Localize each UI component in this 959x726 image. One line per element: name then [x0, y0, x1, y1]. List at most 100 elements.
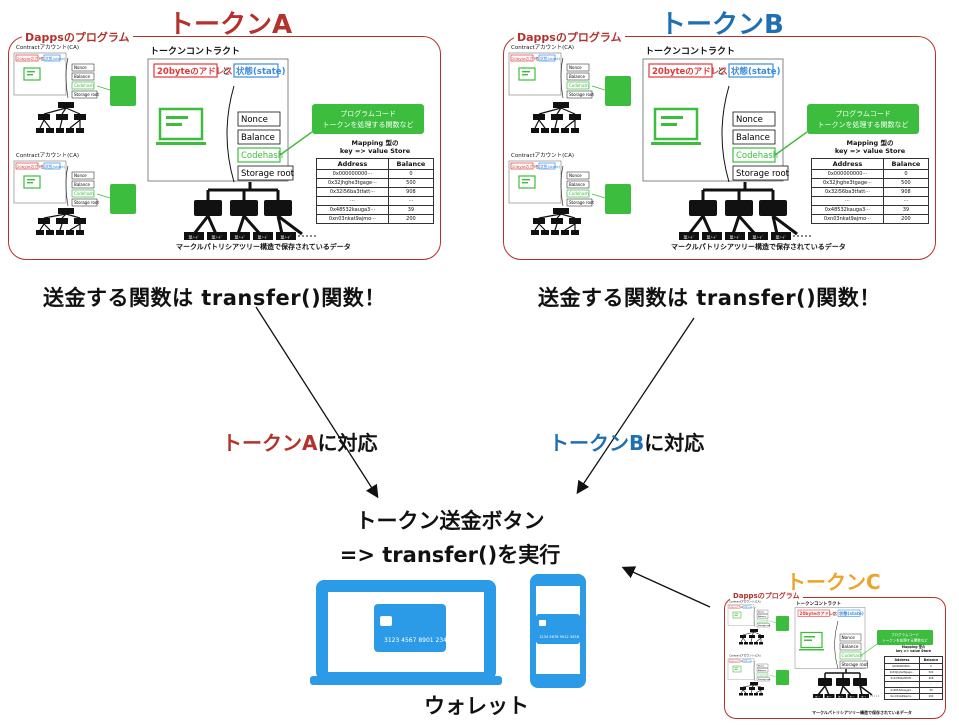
small-ca-block: Contractアカウント(CA) 20byteのアドレス と 状態(state… [727, 600, 789, 645]
svg-text:トークンを処理する関数など: トークンを処理する関数など [882, 638, 928, 643]
svg-text:Nonce: Nonce [74, 173, 87, 178]
small-ca-block: Contractアカウント(CA) 20byteのアドレス と 状態(state… [13, 151, 136, 235]
svg-text:Contractアカウント(CA): Contractアカウント(CA) [729, 654, 761, 658]
svg-text:20byteのアドレス: 20byteのアドレス [17, 56, 50, 61]
arrow-from-token-a [255, 306, 379, 499]
svg-text:Balance: Balance [758, 670, 767, 672]
svg-text:Storage root: Storage root [569, 92, 594, 97]
svg-text:Storage root: Storage root [758, 624, 771, 627]
svg-text:葉ﾉｰﾄﾞ: 葉ﾉｰﾄﾞ [258, 235, 269, 240]
contract-title: トークンコントラクト [796, 600, 841, 607]
token-c-title: トークンC [786, 570, 881, 594]
svg-text:Codehash: Codehash [758, 621, 769, 623]
svg-text:Storage root: Storage root [758, 678, 771, 681]
state-label: 状態(state) [731, 66, 781, 77]
token-c-dapps-label: Dappsのプログラム [730, 591, 803, 601]
table-cell: 200 [882, 213, 930, 224]
table-row: 0xn03nkat9ajmo···200 [884, 692, 944, 700]
svg-text:プログラムコード: プログラムコード [340, 109, 396, 118]
svg-text:状態(state): 状態(state) [744, 605, 754, 609]
merkle-tree: 葉ﾉｰﾄﾞ 葉ﾉｰﾄﾞ 葉ﾉｰﾄﾞ 葉ﾉｰﾄﾞ 葉ﾉｰﾄﾞ [184, 182, 316, 241]
svg-text:葉ﾉｰﾄﾞ: 葉ﾉｰﾄﾞ [861, 694, 866, 698]
table-row: 0xn03nkat9ajmo···200 [316, 213, 435, 224]
svg-text:Balance: Balance [758, 616, 767, 618]
small-ca-block: Contractアカウント(CA) 20byteのアドレス と 状態(state… [508, 151, 631, 235]
svg-text:状態(state): 状態(state) [744, 659, 754, 663]
svg-text:状態(state): 状態(state) [45, 56, 66, 61]
svg-text:と: と [535, 164, 539, 169]
svg-text:Balance: Balance [569, 182, 585, 187]
address-label: 20byteのアドレス [652, 67, 728, 77]
small-ca-label: Contractアカウント(CA) [511, 43, 574, 51]
token-contract: トークンコントラクト 20byteのアドレス と 状態(state) Nonce… [794, 600, 933, 670]
caption-right: 送金する関数は transfer()関数！ [538, 286, 881, 310]
svg-text:20byteのアドレス: 20byteのアドレス [512, 56, 545, 61]
svg-text:プログラムコード: プログラムコード [891, 632, 919, 637]
token-a-dapps-label: Dappsのプログラム [22, 29, 133, 45]
small-ca-label: Contractアカウント(CA) [729, 600, 761, 604]
token-c-diagram: Contractアカウント(CA) 20byteのアドレス と 状態(state… [726, 590, 933, 699]
tree-caption-b: マークルパトリシアツリー構造で保存されているデータ [671, 243, 846, 251]
tree-caption-c: マークルパトリシアツリー構造で保存されているデータ [812, 710, 912, 715]
svg-text:葉ﾉｰﾄﾞ: 葉ﾉｰﾄﾞ [850, 694, 855, 698]
svg-text:と: と [832, 611, 836, 617]
svg-text:葉ﾉｰﾄﾞ: 葉ﾉｰﾄﾞ [776, 235, 787, 240]
token-contract: トークンコントラクト 20byteのアドレス と 状態(state) Nonce… [147, 46, 424, 183]
svg-text:葉ﾉｰﾄﾞ: 葉ﾉｰﾄﾞ [235, 235, 246, 240]
laptop-icon: 3123 4567 8901 2345 [310, 580, 502, 685]
svg-text:3123 4567 8901 2345: 3123 4567 8901 2345 [384, 637, 451, 644]
svg-text:Codehash: Codehash [74, 191, 94, 196]
wallet-label: ウォレット [424, 694, 529, 718]
svg-text:葉ﾉｰﾄﾞ: 葉ﾉｰﾄﾞ [212, 235, 223, 240]
state-label: 状態(state) [236, 66, 286, 77]
small-ca-block: Contractアカウント(CA) 20byteのアドレス と 状態(state… [13, 43, 136, 133]
small-ca-block: Contractアカウント(CA) 20byteのアドレス と 状態(state… [727, 654, 789, 696]
svg-text:トークンを処理する関数など: トークンを処理する関数など [323, 120, 414, 129]
program-code-box [807, 104, 919, 134]
svg-text:状態(state): 状態(state) [540, 56, 561, 61]
svg-text:Balance: Balance [569, 74, 585, 79]
svg-text:と: と [40, 164, 44, 169]
svg-text:Nonce: Nonce [569, 173, 582, 178]
program-code-box [877, 630, 933, 645]
field-nonce: Nonce [736, 115, 763, 125]
svg-text:20byteのアドレス: 20byteのアドレス [17, 164, 50, 169]
table-cell: 0xn03nkat9ajmo··· [884, 692, 920, 700]
svg-text:Storage root: Storage root [74, 200, 99, 205]
svg-text:Codehash: Codehash [758, 675, 769, 677]
token-a-diagram: Contractアカウント(CA) 20byteのアドレス と 状態(state… [10, 24, 435, 241]
svg-text:葉ﾉｰﾄﾞ: 葉ﾉｰﾄﾞ [815, 694, 820, 698]
svg-text:Nonce: Nonce [758, 666, 765, 668]
caption-left: 送金する関数は transfer()関数！ [43, 286, 386, 310]
state-label: 状態(state) [839, 610, 864, 617]
svg-text:1234 5678 9012 3456: 1234 5678 9012 3456 [539, 635, 580, 639]
svg-text:葉ﾉｰﾄﾞ: 葉ﾉｰﾄﾞ [707, 235, 718, 240]
send-button-text: トークン送金ボタン [355, 509, 545, 533]
arrow-from-token-c [621, 566, 711, 608]
svg-text:トークンを処理する関数など: トークンを処理する関数など [818, 120, 909, 129]
svg-text:と: と [222, 67, 231, 77]
contract-diagram: Contractアカウント(CA) 20byteのアドレス と 状態(state… [13, 43, 424, 241]
field-balance: Balance [842, 644, 859, 650]
svg-text:Balance: Balance [74, 74, 90, 79]
svg-text:と: と [717, 67, 726, 77]
merkle-tree: 葉ﾉｰﾄﾞ 葉ﾉｰﾄﾞ 葉ﾉｰﾄﾞ 葉ﾉｰﾄﾞ 葉ﾉｰﾄﾞ [679, 182, 811, 241]
svg-text:葉ﾉｰﾄﾞ: 葉ﾉｰﾄﾞ [753, 235, 764, 240]
contract-diagram: Contractアカウント(CA) 20byteのアドレス と 状態(state… [508, 43, 919, 241]
svg-text:状態(state): 状態(state) [45, 164, 66, 169]
svg-text:Balance: Balance [74, 182, 90, 187]
svg-text:20byteのアドレス: 20byteのアドレス [730, 605, 746, 609]
svg-text:葉ﾉｰﾄﾞ: 葉ﾉｰﾄﾞ [189, 235, 200, 240]
svg-text:Nonce: Nonce [569, 65, 582, 70]
correspond-token-a: トークンAに対応 [222, 431, 378, 455]
credit-card-icon [374, 604, 446, 652]
merkle-tree: 葉ﾉｰﾄﾞ 葉ﾉｰﾄﾞ 葉ﾉｰﾄﾞ 葉ﾉｰﾄﾞ 葉ﾉｰﾄﾞ [813, 669, 879, 699]
